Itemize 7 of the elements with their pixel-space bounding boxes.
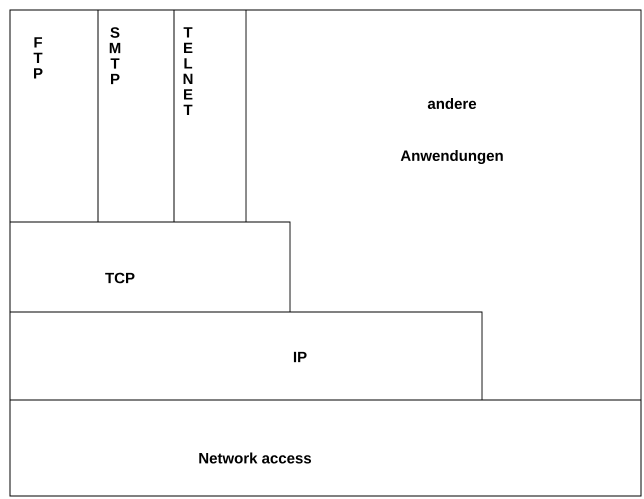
protocol-column: TELNET [174,10,246,222]
layer-box: TCP [10,222,290,312]
protocol-column: FTP [10,10,98,222]
protocol-column: SMTP [98,10,174,222]
layer-box: Network access [10,400,642,496]
layer-box: IP [10,312,482,400]
layer-label: andere Anwendungen [400,98,503,164]
